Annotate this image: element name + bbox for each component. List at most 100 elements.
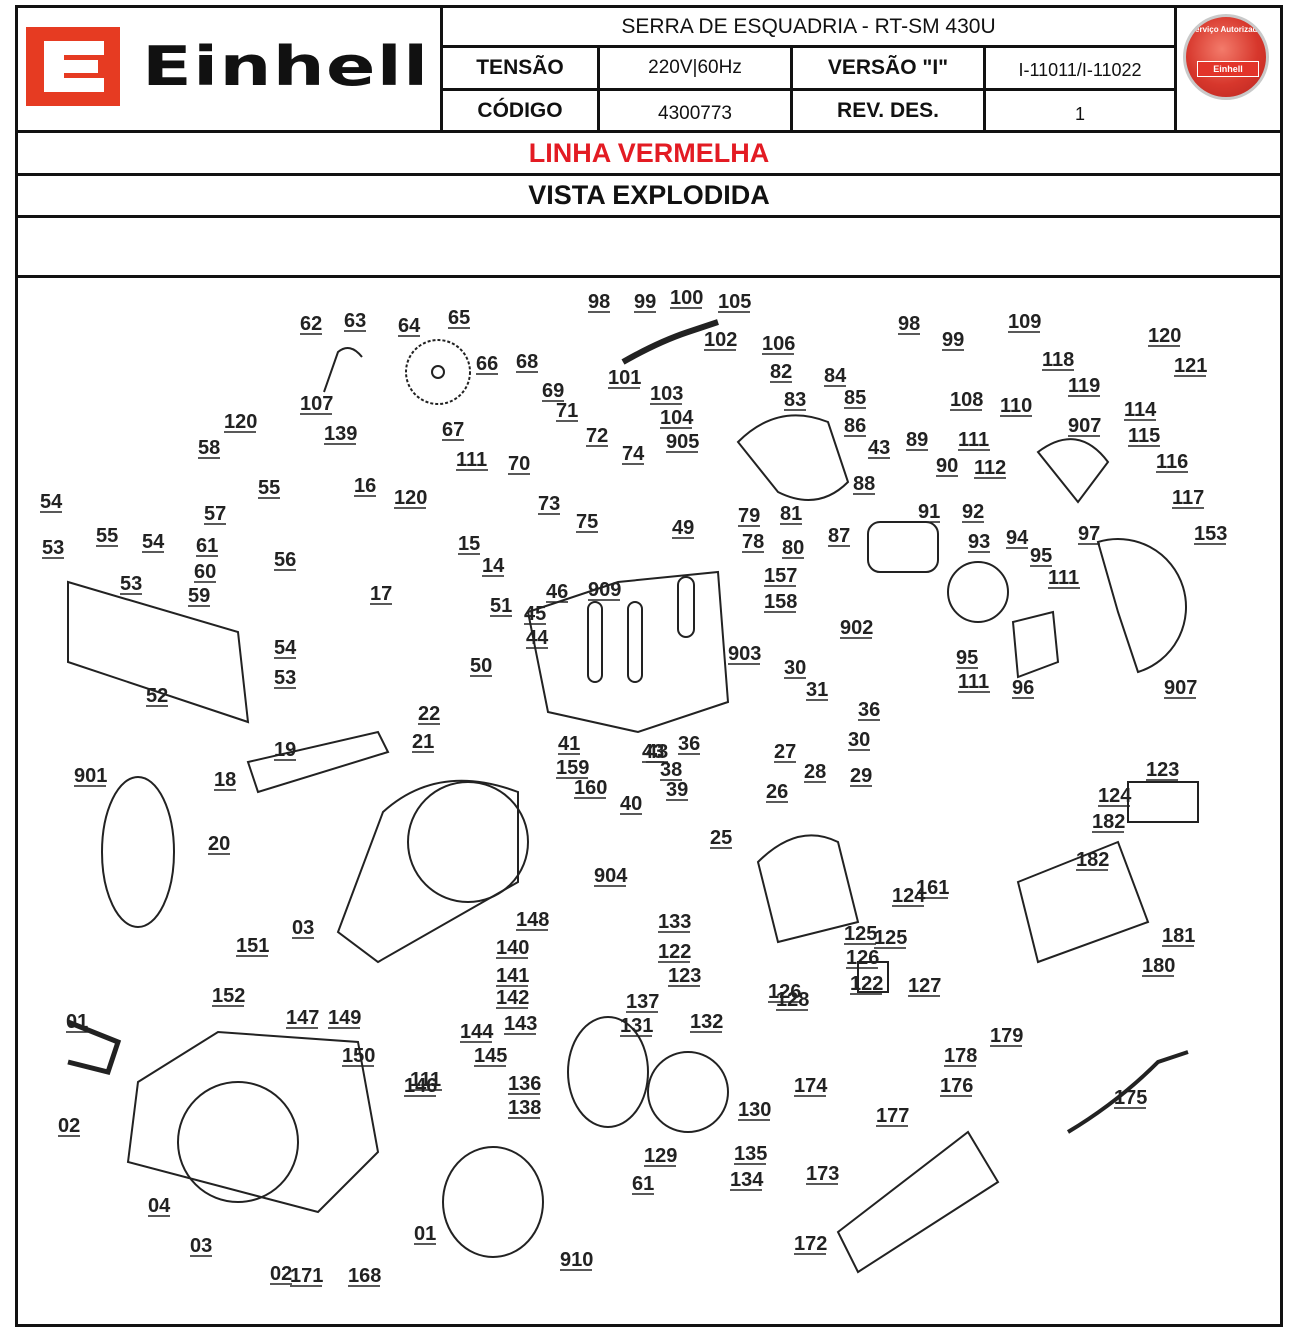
part-number-label: 902 xyxy=(840,617,873,639)
part-number-label: 149 xyxy=(328,1007,361,1029)
part-number-label: 121 xyxy=(1174,355,1207,377)
part-number-label: 98 xyxy=(898,313,920,335)
part-number-label: 153 xyxy=(1194,523,1227,545)
part-number-label: 171 xyxy=(290,1265,323,1287)
einhell-e-logo-icon xyxy=(44,41,104,92)
part-number-label: 111 xyxy=(958,429,989,451)
part-number-label: 30 xyxy=(848,729,870,751)
part-number-label: 96 xyxy=(1012,677,1034,699)
part-number-label: 16 xyxy=(354,475,376,497)
part-number-label: 116 xyxy=(1156,451,1188,473)
side-cover-part xyxy=(567,1016,649,1128)
base-table-part xyxy=(177,1081,299,1203)
callout-circle xyxy=(442,1146,544,1258)
part-number-label: 91 xyxy=(918,501,940,523)
part-number-label: 36 xyxy=(678,733,700,755)
part-number-label: 147 xyxy=(286,1007,319,1029)
part-number-label: 90 xyxy=(936,455,958,477)
part-number-label: 120 xyxy=(394,487,427,509)
part-number-label: 65 xyxy=(448,307,470,329)
authorized-service-badge: Serviço Autorizado Einhell xyxy=(1183,14,1269,100)
part-number-label: 178 xyxy=(944,1045,977,1067)
part-number-label: 14 xyxy=(482,555,505,577)
part-number-label: 64 xyxy=(398,315,421,337)
part-number-label: 20 xyxy=(208,833,230,855)
part-number-label: 67 xyxy=(442,419,464,441)
part-number-label: 125 xyxy=(844,923,877,945)
part-number-label: 907 xyxy=(1068,415,1101,437)
saw-blade-hub xyxy=(431,365,445,379)
part-number-label: 38 xyxy=(660,759,682,781)
part-number-label: 01 xyxy=(66,1011,88,1033)
part-number-label: 111 xyxy=(410,1069,441,1091)
part-number-label: 62 xyxy=(300,313,322,335)
part-number-label: 133 xyxy=(658,911,691,933)
grid-line xyxy=(440,88,1177,91)
part-number-label: 99 xyxy=(942,329,964,351)
part-number-label: 22 xyxy=(418,703,440,725)
part-number-label: 125 xyxy=(874,927,907,949)
part-number-label: 89 xyxy=(906,429,928,451)
badge-brand: Einhell xyxy=(1197,61,1259,77)
part-number-label: 53 xyxy=(120,573,142,595)
product-title: SERRA DE ESQUADRIA - RT-SM 430U xyxy=(621,14,996,38)
part-number-label: 134 xyxy=(730,1169,764,1191)
part-number-label: 903 xyxy=(728,643,761,665)
part-number-label: 78 xyxy=(742,531,764,553)
pivot-tube-part xyxy=(627,601,643,683)
part-number-label: 152 xyxy=(212,985,245,1007)
view-banner: VISTA EXPLODIDA xyxy=(528,180,770,210)
part-number-label: 54 xyxy=(40,491,63,513)
sheet-frame xyxy=(15,5,1283,1327)
part-number-label: 174 xyxy=(794,1075,828,1097)
part-number-label: 102 xyxy=(704,329,737,351)
tensao-value: 220V|60Hz xyxy=(648,57,742,78)
part-number-label: 142 xyxy=(496,987,529,1009)
part-number-label: 83 xyxy=(784,389,806,411)
part-number-label: 150 xyxy=(342,1045,375,1067)
part-number-label: 57 xyxy=(204,503,226,525)
part-number-label: 03 xyxy=(292,917,314,939)
handle-part xyxy=(621,319,719,365)
part-number-label: 81 xyxy=(780,503,802,525)
part-number-label: 40 xyxy=(620,793,642,815)
part-number-label: 160 xyxy=(574,777,607,799)
part-number-label: 45 xyxy=(524,603,546,625)
part-number-label: 148 xyxy=(516,909,549,931)
part-number-label: 61 xyxy=(632,1173,654,1195)
badge-caption: Serviço Autorizado xyxy=(1189,25,1263,34)
part-number-label: 101 xyxy=(608,367,641,389)
part-number-label: 104 xyxy=(660,407,694,429)
part-number-label: 95 xyxy=(1030,545,1052,567)
part-number-label: 74 xyxy=(622,443,645,465)
part-number-label: 105 xyxy=(718,291,751,313)
part-number-label: 182 xyxy=(1092,811,1125,833)
part-number-label: 43 xyxy=(642,741,664,763)
part-number-label: 50 xyxy=(470,655,492,677)
part-number-label: 124 xyxy=(892,885,926,907)
turntable-arm-part xyxy=(336,779,519,964)
fence-rail-part xyxy=(246,730,390,794)
callout-circle xyxy=(101,776,175,928)
part-number-label: 84 xyxy=(824,365,847,387)
part-number-label: 122 xyxy=(658,941,691,963)
part-number-label: 41 xyxy=(558,733,580,755)
part-number-label: 141 xyxy=(496,965,529,987)
part-number-label: 120 xyxy=(224,411,257,433)
part-number-label: 129 xyxy=(644,1145,677,1167)
saw-blade-part xyxy=(405,339,471,405)
grid-line xyxy=(1174,5,1177,132)
einhell-logo-icon xyxy=(26,27,120,106)
part-number-label: 51 xyxy=(490,595,512,617)
part-number-label: 176 xyxy=(940,1075,973,1097)
part-number-label: 87 xyxy=(828,525,850,547)
part-number-label: 108 xyxy=(950,389,983,411)
part-number-label: 111 xyxy=(958,671,989,693)
part-number-label: 55 xyxy=(96,525,118,547)
part-number-label: 111 xyxy=(1048,567,1079,589)
handle-bracket-part xyxy=(67,1019,122,1075)
part-number-label: 159 xyxy=(556,757,589,779)
part-number-label: 19 xyxy=(274,739,296,761)
motor-cover-part xyxy=(756,834,860,944)
